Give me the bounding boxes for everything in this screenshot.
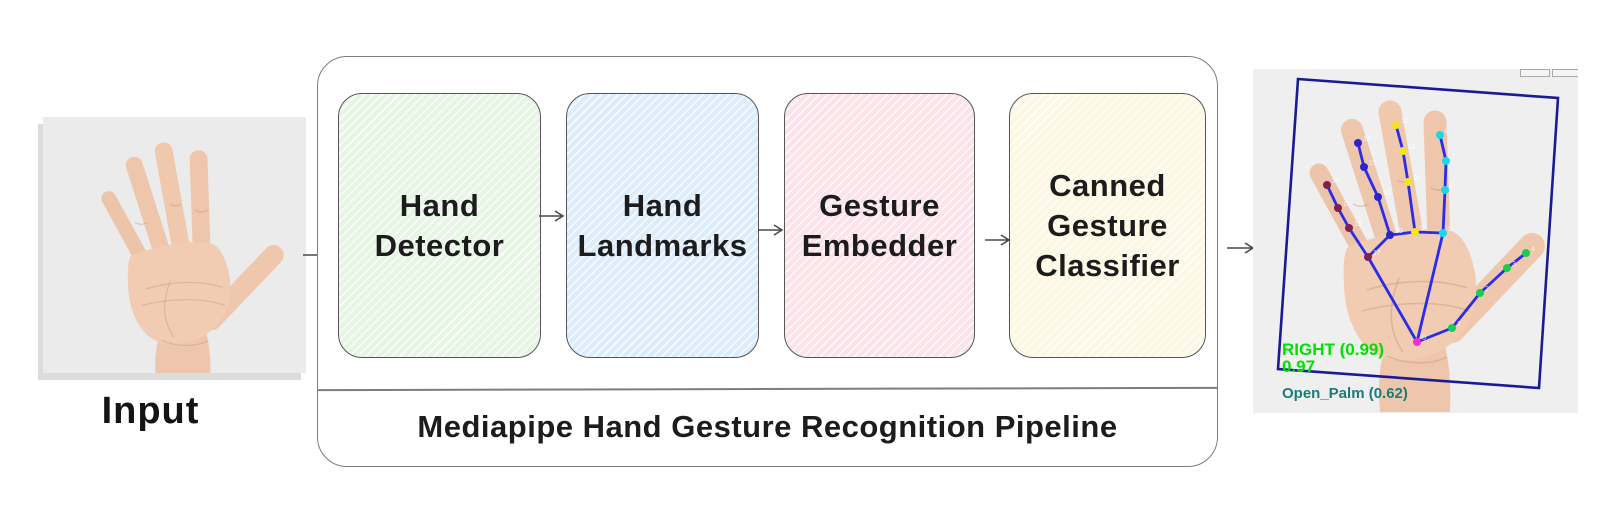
arrow-embedder-to-classifier — [984, 233, 1014, 247]
svg-text:14: 14 — [1383, 190, 1391, 197]
landmark-dot-16 — [1354, 139, 1362, 147]
handedness-label: RIGHT (0.99) — [1282, 340, 1385, 359]
arrow-pipeline-to-output — [1226, 241, 1256, 255]
arrow-landmarks-to-embedder — [757, 223, 787, 237]
pipeline-title: Mediapipe Hand Gesture Recognition Pipel… — [417, 409, 1118, 444]
svg-text:10: 10 — [1413, 175, 1421, 182]
landmark-dot-6 — [1441, 186, 1449, 194]
svg-text:6: 6 — [1450, 183, 1454, 190]
handedness-score: 0.97 — [1282, 357, 1316, 376]
landmark-dot-7 — [1442, 157, 1450, 165]
svg-text:5: 5 — [1448, 226, 1452, 233]
landmark-dot-11 — [1399, 147, 1407, 155]
svg-text:1: 1 — [1457, 321, 1461, 328]
landmark-dot-4 — [1522, 249, 1530, 257]
stage-label-line: Detector — [374, 227, 505, 263]
stage-gesture-embedder: Gesture Embedder — [784, 93, 975, 358]
landmark-dot-10 — [1404, 178, 1412, 186]
stage-canned-gesture-classifier: Canned Gesture Classifier — [1009, 93, 1206, 358]
svg-text:12: 12 — [1401, 118, 1409, 125]
stage-hand-detector: Hand Detector — [338, 93, 541, 358]
svg-text:3: 3 — [1512, 261, 1516, 268]
landmark-dot-18 — [1345, 224, 1353, 232]
svg-text:2: 2 — [1485, 286, 1489, 293]
landmark-dot-9 — [1411, 228, 1419, 236]
stage-label-line: Gesture — [819, 187, 940, 223]
landmark-dot-15 — [1360, 163, 1368, 171]
landmark-dot-2 — [1476, 289, 1484, 297]
stage-label-line: Classifier — [1035, 247, 1180, 283]
stage-hand-landmarks: Hand Landmarks — [566, 93, 759, 358]
svg-text:18: 18 — [1354, 221, 1362, 228]
stage-label-line: Canned — [1049, 167, 1166, 203]
landmark-dot-5 — [1439, 229, 1447, 237]
svg-text:9: 9 — [1420, 225, 1424, 232]
svg-text:0: 0 — [1422, 335, 1426, 342]
stage-label-line: Hand — [399, 187, 480, 223]
svg-text:11: 11 — [1408, 144, 1415, 151]
landmark-dot-3 — [1503, 264, 1511, 272]
landmark-dot-19 — [1334, 204, 1342, 212]
landmark-dot-13 — [1386, 231, 1394, 239]
pipeline-container: Hand Detector Hand Landmarks Gesture Emb… — [317, 56, 1218, 467]
landmark-dot-20 — [1323, 181, 1331, 189]
svg-text:15: 15 — [1369, 160, 1377, 167]
stage-label-line: Landmarks — [577, 227, 748, 263]
input-label: Input — [101, 390, 200, 432]
landmark-dot-1 — [1448, 324, 1456, 332]
gesture-label: Open_Palm (0.62) — [1282, 385, 1408, 402]
window-button — [1552, 69, 1578, 77]
landmark-dot-12 — [1392, 121, 1400, 129]
stage-label-line: Hand — [622, 187, 703, 223]
svg-text:19: 19 — [1343, 201, 1351, 208]
stage-label-line: Embedder — [801, 227, 958, 263]
svg-text:16: 16 — [1363, 136, 1371, 143]
landmark-dot-17 — [1364, 253, 1372, 261]
hand-bounding-box — [1276, 77, 1560, 390]
svg-text:13: 13 — [1395, 228, 1403, 235]
svg-text:20: 20 — [1332, 178, 1340, 185]
svg-text:7: 7 — [1451, 154, 1455, 161]
svg-text:17: 17 — [1373, 250, 1381, 257]
input-image — [43, 117, 306, 373]
input-hand-photo — [43, 117, 306, 373]
pipeline-title-band: Mediapipe Hand Gesture Recognition Pipel… — [318, 390, 1217, 464]
window-button — [1520, 69, 1550, 77]
svg-text:4: 4 — [1531, 246, 1535, 253]
arrow-detector-to-landmarks — [538, 209, 568, 223]
landmark-dot-14 — [1374, 193, 1382, 201]
stage-label-line: Gesture — [1047, 207, 1168, 243]
svg-text:8: 8 — [1445, 128, 1449, 135]
landmark-dot-8 — [1436, 131, 1444, 139]
landmark-dot-0 — [1413, 338, 1421, 346]
